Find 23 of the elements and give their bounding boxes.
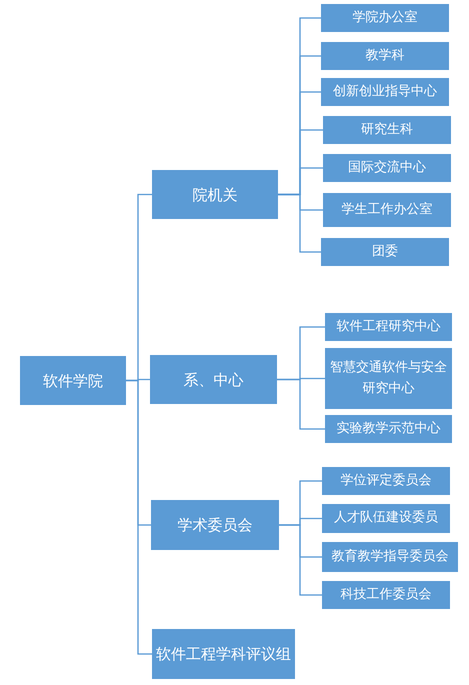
org-box: 国际交流中心 [323,154,451,182]
org-box: 学术委员会 [151,500,279,550]
org-box: 教学科 [321,42,449,70]
connector-line [126,380,152,655]
org-box: 团委 [321,238,449,266]
org-box: 研究生科 [323,116,451,144]
org-box: 学生工作办公室 [323,193,451,227]
org-box: 人才队伍建设委员 [322,504,450,533]
org-box: 学院办公室 [321,4,449,32]
connector-line [277,378,325,430]
org-box: 软件学院 [20,356,126,405]
org-box: 学位评定委员会 [322,467,450,495]
connector-line [279,524,322,596]
org-box: 科技工作委员会 [322,581,450,609]
org-box: 实验教学示范中心 [325,415,452,443]
org-box: 智慧交通软件与安全研究中心 [325,348,452,409]
connector-line [278,194,321,253]
org-box: 软件工程学科评议组 [152,629,295,679]
org-box: 院机关 [152,170,278,219]
org-box: 教育教学指导委员会 [322,542,458,572]
org-box: 软件工程研究中心 [325,313,452,341]
org-box: 系、中心 [150,355,277,404]
org-box: 创新创业指导中心 [321,78,449,106]
